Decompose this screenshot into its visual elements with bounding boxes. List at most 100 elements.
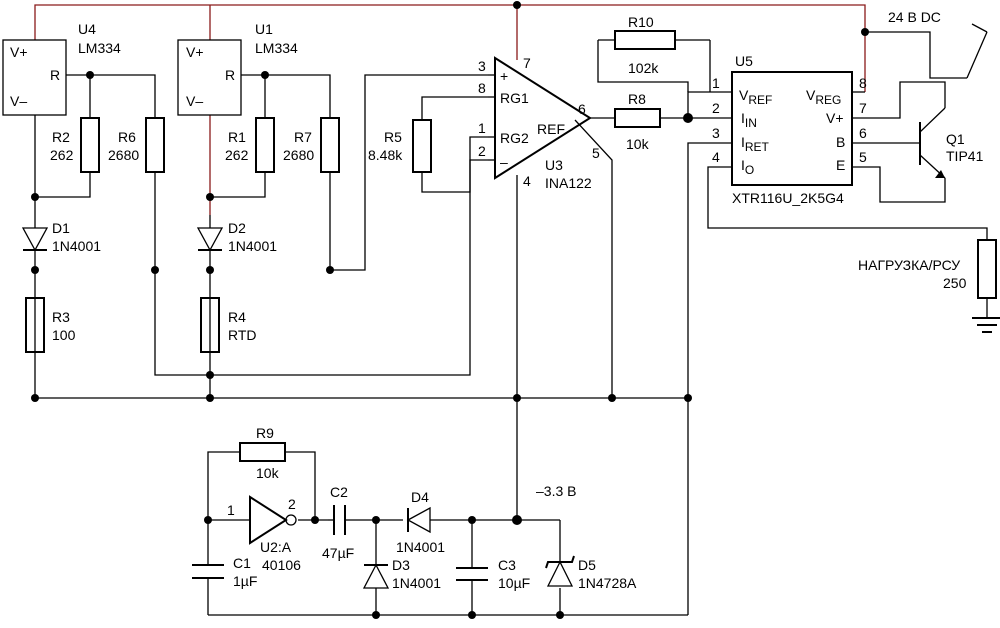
c2-value: 47µF (322, 545, 354, 561)
c3-value: 10µF (498, 575, 530, 591)
supply-label: 24 B DC (888, 9, 941, 25)
diode-d2: D2 1N4001 (196, 215, 277, 254)
u5-pin-vreg: VREG (806, 87, 841, 107)
u4-current-source: V+ V– R U4 LM334 (2, 21, 121, 116)
r7-ref: R7 (294, 129, 312, 145)
u5-pin5: 5 (859, 149, 867, 165)
u5-pin-b: B (836, 134, 845, 150)
u3-pin7: 7 (523, 55, 531, 71)
resistor-r2: R2 262 (50, 117, 100, 173)
d4-value: 1N4001 (396, 539, 445, 555)
r1-value: 262 (225, 147, 249, 163)
u5-pin8: 8 (859, 75, 867, 91)
r5-ref: R5 (384, 129, 402, 145)
d5-ref: D5 (578, 557, 596, 573)
resistor-r7: R7 2680 (283, 117, 340, 173)
r4-value: RTD (228, 327, 257, 343)
r7-value: 2680 (283, 147, 314, 163)
u3-sym-plus: + (500, 68, 508, 84)
u3-pin3: 3 (478, 58, 486, 74)
ground-symbol (972, 317, 1000, 333)
u2-schmitt-inverter: 1 2 U2:A 40106 (227, 495, 301, 573)
u5-pin-vref: VREF (739, 87, 772, 107)
c1-ref: C1 (233, 555, 251, 571)
capacitor-c3: C3 10µF (456, 557, 530, 591)
r3-ref: R3 (52, 309, 70, 325)
u2-ref: U2:A (260, 539, 292, 555)
u1-pin-vplus: V+ (186, 44, 204, 60)
r2-value: 262 (50, 147, 74, 163)
resistor-r5: R5 8.48k (368, 119, 432, 173)
q1-ref: Q1 (946, 131, 965, 147)
u5-pin7: 7 (859, 100, 867, 116)
u4-pin-vplus: V+ (10, 44, 28, 60)
r1-ref: R1 (228, 129, 246, 145)
u5-pin-e: E (836, 157, 845, 173)
capacitor-c1: C1 1µF (192, 555, 257, 589)
r9-ref: R9 (256, 425, 274, 441)
u5-pin-iret: IRET (741, 134, 770, 154)
c3-ref: C3 (498, 557, 516, 573)
diode-d3: D3 1N4001 (362, 557, 441, 591)
u3-ref: U3 (545, 157, 563, 173)
resistor-r9: R9 10k (239, 425, 286, 481)
d3-ref: D3 (392, 557, 410, 573)
d1-value: 1N4001 (52, 238, 101, 254)
zener-d5: D5 1N4728A (545, 555, 637, 591)
u3-pin5: 5 (592, 145, 600, 161)
r5-value: 8.48k (368, 147, 403, 163)
u1-current-source: V+ V– R U1 LM334 (177, 21, 298, 116)
d3-value: 1N4001 (392, 575, 441, 591)
r6-ref: R6 (118, 129, 136, 145)
junction-dots (31, 1, 869, 619)
r6-value: 2680 (108, 147, 139, 163)
d2-ref: D2 (228, 220, 246, 236)
u3-pin8: 8 (478, 80, 486, 96)
resistor-r8: R8 10k (614, 91, 661, 152)
q1-part: TIP41 (946, 148, 984, 164)
resistor-r4-rtd: R4 RTD (200, 297, 257, 353)
u1-ref: U1 (255, 21, 273, 37)
u2-pin1: 1 (227, 502, 235, 518)
load-value: 250 (943, 275, 967, 291)
u5-pin3: 3 (712, 125, 720, 141)
resistor-r6: R6 2680 (108, 117, 165, 173)
u5-pin2: 2 (712, 100, 720, 116)
d2-value: 1N4001 (228, 238, 277, 254)
u3-part: INA122 (545, 175, 592, 191)
u5-pin4: 4 (712, 149, 720, 165)
resistor-r10: R10 102k (598, 14, 676, 76)
u3-pin-ref: REF (537, 121, 565, 137)
load-label: НАГРУЗКА/РСУ (858, 257, 960, 273)
u1-pin-vminus: V– (186, 93, 203, 109)
u1-part: LM334 (255, 40, 298, 56)
u2-pin2: 2 (288, 496, 296, 512)
r10-ref: R10 (628, 14, 654, 30)
u3-pin2: 2 (478, 143, 486, 159)
u3-pin-rg2: RG2 (500, 130, 529, 146)
r8-value: 10k (626, 136, 650, 152)
d4-ref: D4 (411, 489, 429, 505)
neg-rail-label: –3.3 B (536, 483, 576, 499)
d5-value: 1N4728A (578, 575, 637, 591)
u5-ref: U5 (735, 53, 753, 69)
d1-ref: D1 (52, 220, 70, 236)
r4-ref: R4 (228, 309, 246, 325)
c1-value: 1µF (233, 573, 257, 589)
r9-value: 10k (256, 465, 280, 481)
u5-pin6: 6 (859, 125, 867, 141)
u1-pin-r: R (225, 67, 235, 83)
u4-ref: U4 (78, 21, 96, 37)
u2-part: 40106 (262, 557, 301, 573)
u3-instrumentation-amp: + – RG1 RG2 REF 3 8 1 2 7 4 6 5 U3 INA12… (478, 55, 600, 191)
u5-pin-vplus: V+ (826, 110, 844, 126)
u3-pin6: 6 (578, 101, 586, 117)
u3-pin4: 4 (523, 173, 531, 189)
r3-value: 100 (52, 327, 76, 343)
u4-part: LM334 (78, 40, 121, 56)
u5-current-transmitter: U5 XTR116U_2K5G4 1 2 3 4 8 7 6 5 VREF II… (712, 53, 867, 206)
u5-pin-iin: IIN (741, 110, 757, 130)
u5-part: XTR116U_2K5G4 (732, 190, 844, 206)
u3-pin1: 1 (478, 120, 486, 136)
